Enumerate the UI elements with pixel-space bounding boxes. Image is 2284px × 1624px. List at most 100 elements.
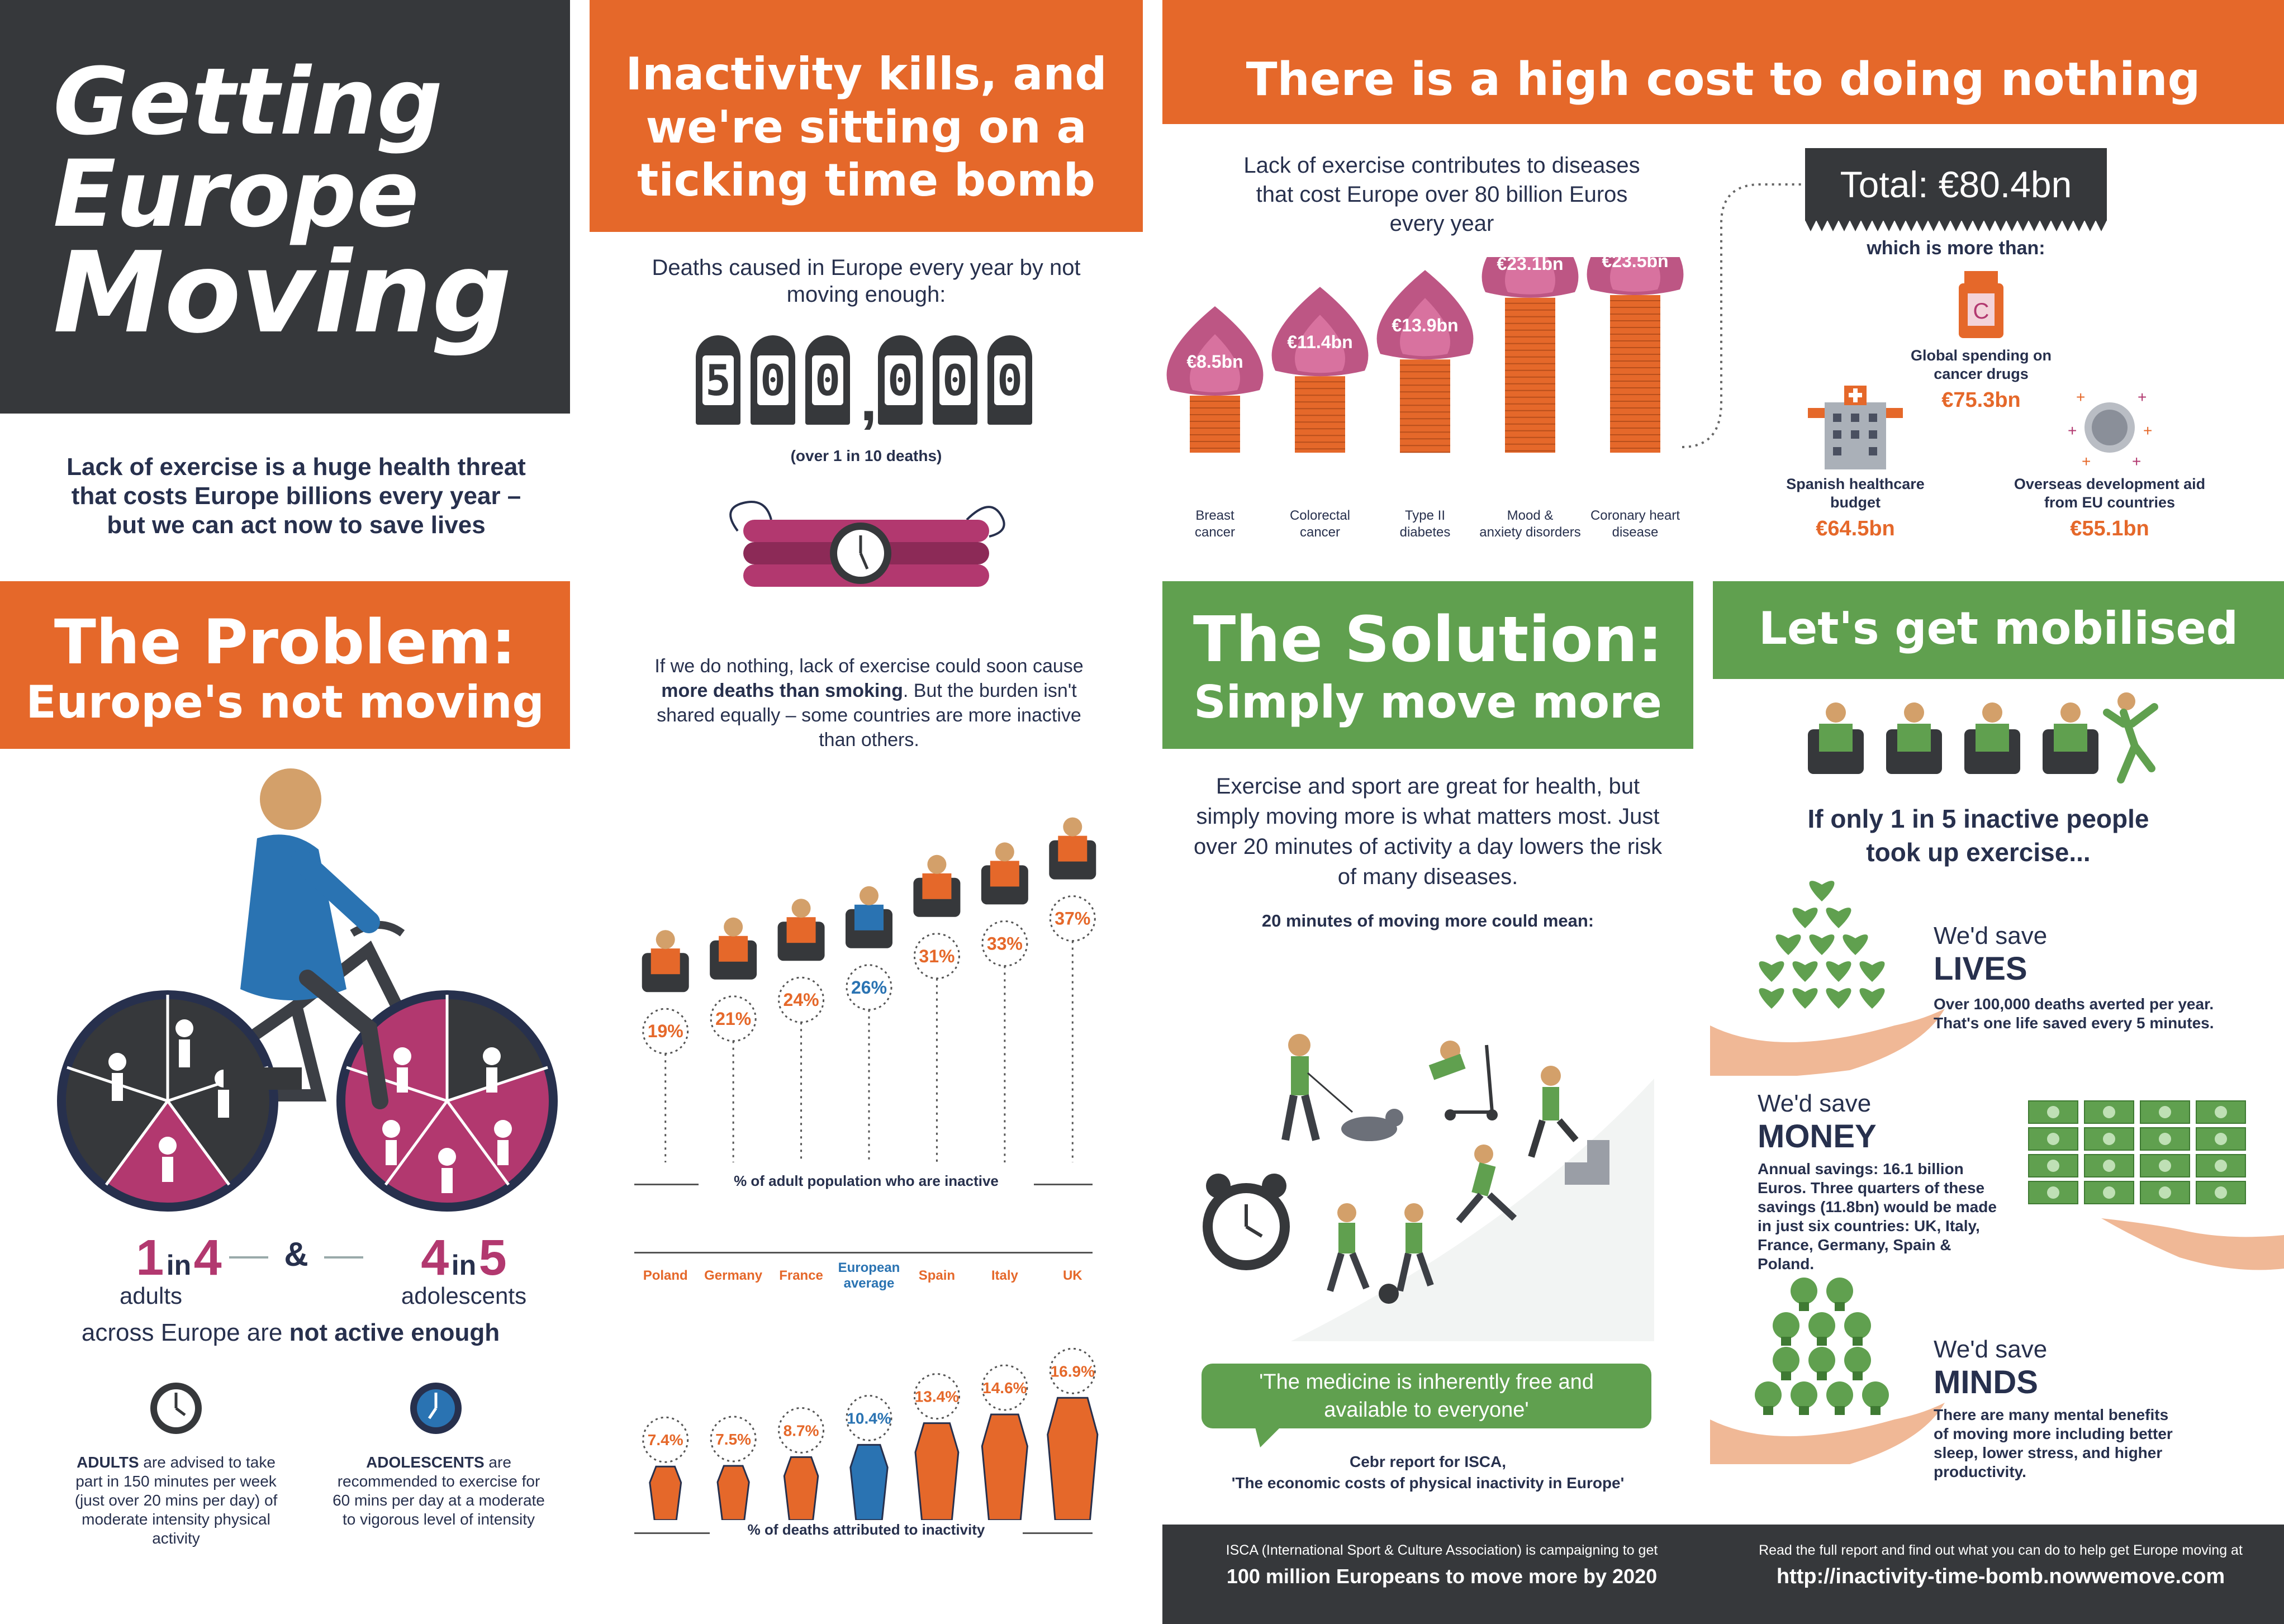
footer-link[interactable]: http://inactivity-time-bomb.nowwemove.co… — [1776, 1565, 2225, 1588]
person-body — [1058, 835, 1088, 862]
money-text-bold: 16.1 — [1883, 1160, 1913, 1177]
person-body — [922, 873, 952, 899]
cost-header — [1162, 0, 2284, 124]
coffin-shape — [783, 1456, 819, 1520]
lightbulb-base — [1853, 1371, 1863, 1380]
footer — [1162, 1525, 2284, 1624]
banknote-emblem — [2215, 1106, 2227, 1118]
coffin-bar: 14.6% — [981, 1364, 1028, 1520]
solution-header — [1162, 581, 1693, 749]
heart-icon — [1809, 881, 1835, 901]
lightbulb-base — [1870, 1406, 1881, 1415]
value-bubble — [642, 1008, 689, 1055]
footer-left-1: ISCA (International Sport & Culture Asso… — [1226, 1542, 1658, 1558]
banknote-emblem — [2159, 1186, 2171, 1199]
banknotes-illustration — [2028, 1100, 2284, 1270]
flame-inner — [1505, 257, 1555, 295]
money-title: MONEY — [1758, 1118, 1877, 1155]
lightbulb-base — [1799, 1302, 1809, 1311]
adults-rec-text: are advised to take part in 150 minutes … — [74, 1454, 278, 1547]
activities-illustration — [1203, 1034, 1654, 1341]
person-head — [927, 854, 947, 874]
person-body — [990, 861, 1019, 887]
money-stack — [1295, 376, 1345, 453]
value-label: 37% — [1055, 909, 1090, 929]
solution-heading-2: Simply move more — [1194, 676, 1662, 728]
inactivity-header — [590, 0, 1143, 232]
lives-title: LIVES — [1934, 951, 2027, 987]
lightbulbs-illustration — [1710, 1278, 1945, 1464]
heart-icon — [1759, 988, 1784, 1009]
across-pre: across Europe are — [81, 1319, 289, 1346]
adults-num-2: 4 — [193, 1230, 222, 1286]
cyclist-illustration — [57, 768, 558, 1212]
value-label: 13.4% — [915, 1388, 959, 1405]
ampersand: & — [284, 1236, 308, 1273]
lightbulb-icon — [1862, 1381, 1889, 1408]
heart-icon — [1859, 961, 1885, 982]
minds-save-text: We'd save — [1934, 1336, 2048, 1363]
value-bubble — [778, 1407, 825, 1454]
category-label: Type II — [1405, 508, 1445, 523]
coffin-shape — [981, 1413, 1028, 1520]
quote-bubble-tail — [1255, 1425, 1283, 1447]
value-label: 14.6% — [982, 1379, 1027, 1397]
svg-text:+: + — [2068, 422, 2077, 439]
lightbulb-icon — [1773, 1347, 1799, 1374]
mobilised-heading: Let's get mobilised — [1758, 602, 2239, 654]
banknote-emblem — [2159, 1160, 2171, 1172]
person-head — [860, 886, 879, 905]
problem-heading-2: Europe's not moving — [26, 676, 544, 728]
clock-icon-adults — [150, 1383, 202, 1434]
inactive-bar: 31% — [913, 854, 961, 1162]
banknote-emblem — [2103, 1186, 2115, 1199]
smoking-bold: more deaths than smoking — [661, 680, 903, 701]
heart-icon — [1792, 908, 1818, 928]
banknote-emblem — [2215, 1186, 2227, 1199]
tombstone-digit: 0 — [805, 335, 850, 425]
solution-sub: 20 minutes of moving more could mean: — [1261, 911, 1594, 930]
banknote-emblem — [2047, 1186, 2059, 1199]
country-label: UK — [1062, 1268, 1082, 1283]
money-stack — [1190, 396, 1240, 453]
minds-title: MINDS — [1934, 1364, 2038, 1400]
category-label: anxiety disorders — [1479, 525, 1580, 540]
country-label: Italy — [991, 1268, 1018, 1283]
overseas-aid-value: €55.1bn — [2070, 517, 2149, 540]
inactive-bar: 33% — [981, 842, 1028, 1162]
cancer-drugs-value: €75.3bn — [1941, 388, 2021, 412]
heart-icon — [1792, 988, 1818, 1009]
quote-source-1: Cebr report for ISCA, — [1349, 1453, 1507, 1470]
person-body — [854, 904, 884, 930]
banknote-emblem — [2159, 1106, 2171, 1118]
banknote-emblem — [2103, 1133, 2115, 1145]
country-label: Germany — [704, 1268, 763, 1283]
value-bubble — [710, 1416, 757, 1462]
tombstone-digit: 0 — [933, 335, 977, 425]
money-text-post: billion Euros. Three quarters of these s… — [1758, 1160, 1985, 1215]
value-label: 33% — [987, 933, 1023, 953]
chart2-label: % of deaths attributed to inactivity — [710, 1521, 1023, 1538]
value-label: 8.7% — [784, 1422, 819, 1439]
value-label: 26% — [851, 977, 887, 998]
category-label: Breast — [1195, 508, 1234, 523]
adults-stat: 1 in 4 — [112, 1229, 246, 1287]
heart-icon — [1843, 934, 1868, 955]
title-line-3: Moving — [53, 228, 512, 358]
hand-shape — [1710, 1403, 1945, 1464]
dotted-connector — [1682, 183, 1813, 448]
lightbulb-icon — [1791, 1278, 1817, 1304]
inactive-bar: 21% — [710, 917, 757, 1162]
coffin-shape — [849, 1443, 889, 1520]
adol-num-1: 4 — [421, 1230, 449, 1286]
heart-icon — [1792, 961, 1818, 982]
tombstone-digit: 0 — [987, 335, 1032, 425]
category-label: Mood & — [1507, 508, 1554, 523]
hearts-illustration — [1710, 881, 1945, 1076]
coffin-bar: 16.9% — [1047, 1347, 1099, 1520]
lives-save-text: We'd save — [1934, 922, 2048, 949]
flame-inner — [1400, 298, 1450, 357]
